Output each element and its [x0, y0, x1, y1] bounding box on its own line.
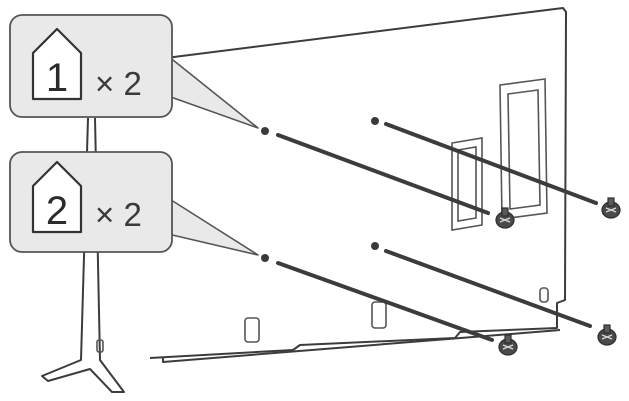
quantity-label-1: × 2	[95, 65, 142, 102]
screw-holes	[261, 117, 379, 262]
screw-hole-icon	[371, 117, 379, 125]
insertion-arrows	[276, 122, 598, 342]
callout-screw-type-1: 1 × 2	[9, 14, 259, 129]
arrow-icon	[276, 133, 490, 215]
badge-number-1: 1	[46, 56, 68, 100]
quantity-label-2: × 2	[95, 196, 142, 233]
screw-icon	[601, 197, 621, 219]
screw-hole-icon	[261, 127, 269, 135]
panel-slots	[96, 287, 549, 353]
arrow-icon	[276, 261, 494, 342]
house-badge-icon: 1	[31, 27, 83, 101]
badge-number-2: 2	[46, 189, 68, 233]
screw-hole-icon	[371, 242, 379, 250]
callout-screw-type-2: 2 × 2	[9, 151, 259, 256]
screw-icon	[597, 324, 617, 346]
tv-back-panel	[149, 7, 567, 363]
arrow-icon	[384, 122, 598, 205]
mount-bracket-right	[499, 78, 548, 220]
arrow-icon	[384, 249, 592, 328]
house-badge-icon: 2	[31, 160, 83, 234]
screw-icon	[498, 334, 518, 356]
screw-icon	[495, 207, 515, 229]
screw-hole-icon	[261, 254, 269, 262]
tv-stand	[41, 117, 125, 393]
screws	[495, 197, 621, 356]
